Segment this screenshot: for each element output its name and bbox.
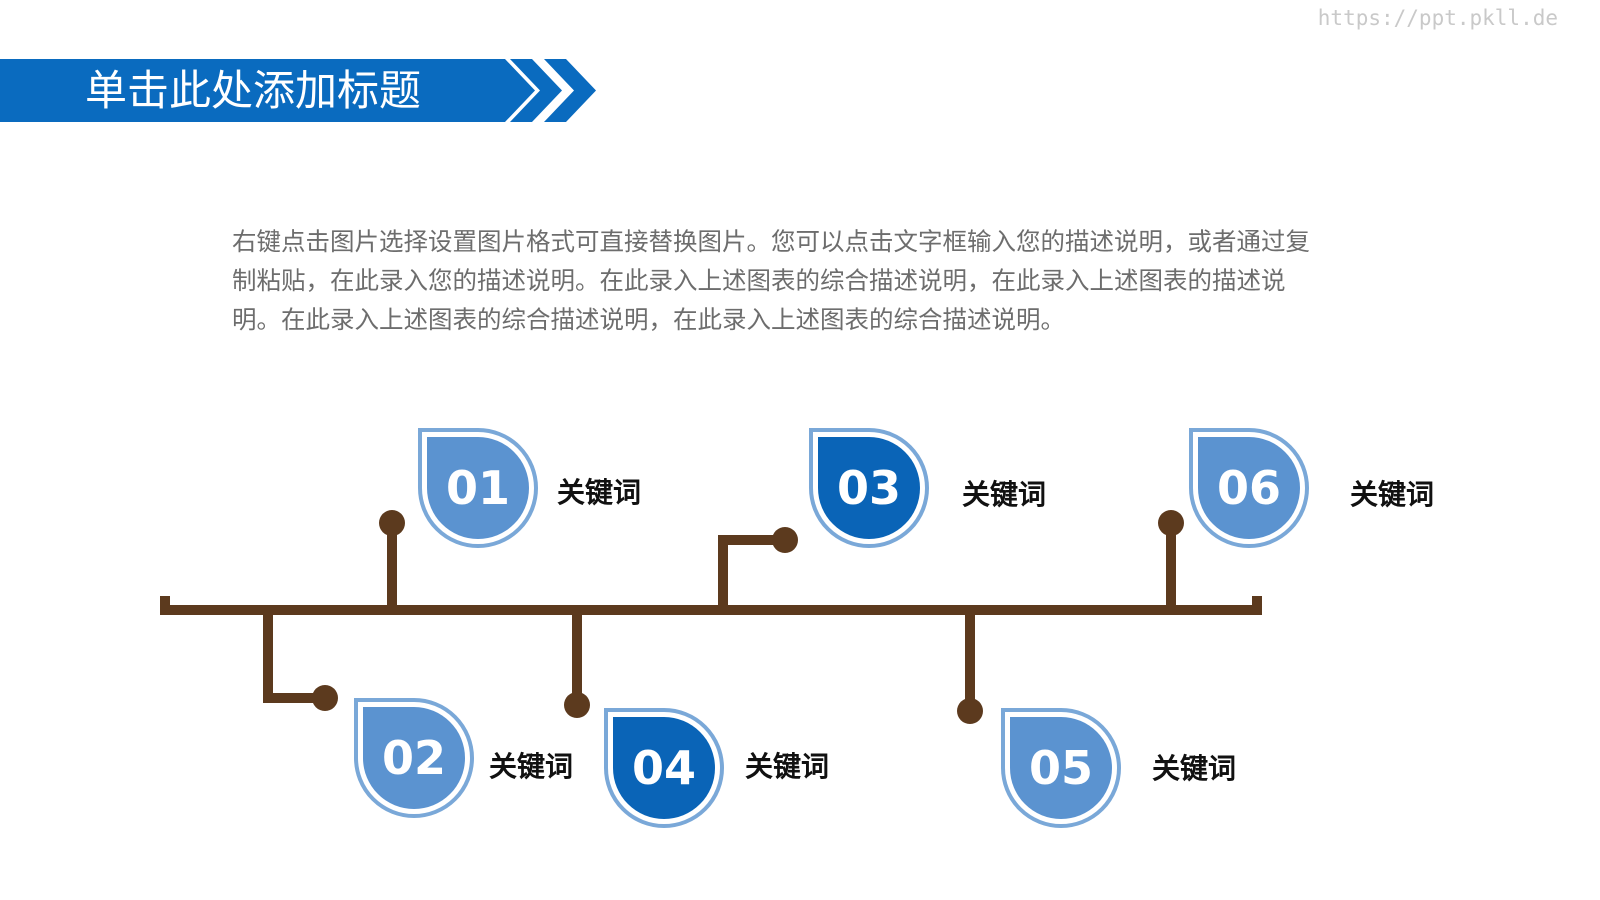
connector-03: [718, 535, 785, 610]
badge-01: 01: [417, 427, 539, 549]
node-dot-04: [564, 692, 590, 718]
badge-number: 01: [445, 461, 510, 515]
badge-number: 02: [381, 731, 446, 785]
drop-shape-icon: [1001, 708, 1121, 828]
node-dot-03: [772, 527, 798, 553]
description-text: 右键点击图片选择设置图片格式可直接替换图片。您可以点击文字框输入您的描述说明，或…: [232, 227, 1310, 334]
badge-number: 03: [836, 461, 901, 515]
node-dot-02: [312, 685, 338, 711]
watermark-url: https://ppt.pkll.de: [1317, 6, 1558, 30]
node-dot-05: [957, 698, 983, 724]
badge-label-05: 关键词: [1152, 752, 1237, 785]
drop-shape-icon: [809, 428, 929, 548]
badge-number: 04: [631, 741, 696, 795]
badge-label-01: 关键词: [557, 476, 642, 509]
connector-02: [263, 610, 320, 703]
chevron-arrows-icon: [510, 59, 596, 122]
badge-06: 06: [1188, 427, 1310, 549]
title-banner: [0, 59, 535, 122]
badge-label-02: 关键词: [489, 750, 574, 783]
drop-shape-icon: [354, 698, 474, 818]
badge-number: 05: [1028, 741, 1093, 795]
badge-label-06: 关键词: [1350, 478, 1435, 511]
node-dot-01: [379, 510, 405, 536]
drop-shape-icon: [418, 428, 538, 548]
drop-shape-icon: [604, 708, 724, 828]
node-dot-06: [1158, 510, 1184, 536]
badge-label-04: 关键词: [745, 750, 830, 783]
page-title: 单击此处添加标题: [85, 66, 422, 115]
badge-02: 02: [353, 697, 475, 819]
badge-label-03: 关键词: [962, 478, 1047, 511]
badge-05: 05: [1000, 707, 1122, 829]
drop-shape-icon: [1189, 428, 1309, 548]
badge-number: 06: [1216, 461, 1281, 515]
badge-03: 03: [808, 427, 930, 549]
badge-04: 04: [603, 707, 725, 829]
